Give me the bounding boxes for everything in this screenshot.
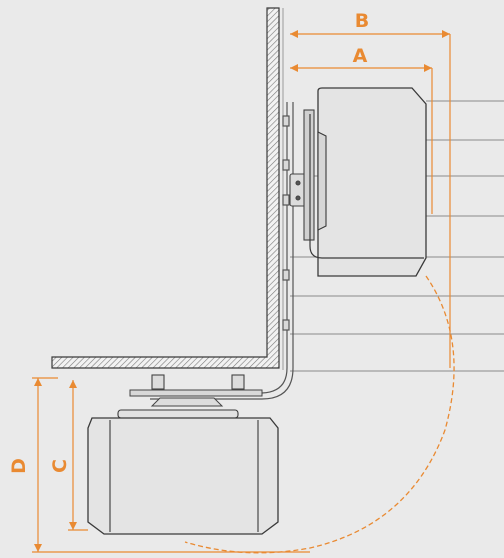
rail-bracket bbox=[282, 194, 290, 206]
device-upper-body bbox=[317, 87, 427, 277]
arrowhead bbox=[442, 30, 450, 38]
rail-inner bbox=[150, 102, 294, 400]
rail-bracket bbox=[282, 269, 290, 281]
device-upper-handle-grip bbox=[317, 131, 327, 231]
mount-bolt bbox=[295, 180, 301, 186]
device-upper bbox=[309, 87, 427, 277]
dimension-a-label: A bbox=[353, 45, 368, 67]
arrowhead bbox=[290, 30, 298, 38]
dimension-d-label: D bbox=[8, 458, 30, 474]
rail-bracket bbox=[282, 159, 290, 171]
swing-arc bbox=[184, 275, 455, 554]
arrowhead bbox=[424, 64, 432, 72]
wall bbox=[51, 7, 284, 370]
dimension-arrows bbox=[34, 30, 450, 552]
device-lower bbox=[87, 374, 279, 535]
dimension-lines bbox=[32, 33, 451, 553]
device-lower-body bbox=[87, 417, 279, 535]
rail-bracket bbox=[282, 319, 290, 331]
wall-section bbox=[51, 7, 280, 369]
arrowhead bbox=[34, 378, 42, 386]
lower-bracket-left bbox=[151, 374, 165, 390]
dimension-c-label: C bbox=[49, 459, 71, 473]
arm-post bbox=[303, 109, 315, 241]
mount-bolt bbox=[295, 195, 301, 201]
arrowhead bbox=[69, 522, 77, 530]
lower-bracket-right bbox=[231, 374, 245, 390]
device-upper-handle bbox=[309, 114, 424, 259]
dimension-b-label: B bbox=[355, 10, 369, 32]
arrowhead bbox=[290, 64, 298, 72]
lower-top-bar bbox=[117, 409, 239, 419]
lower-rail-plate bbox=[129, 389, 263, 397]
rail-bracket bbox=[282, 115, 290, 127]
arrowhead bbox=[69, 380, 77, 388]
arrowhead bbox=[34, 544, 42, 552]
lower-mount-block bbox=[150, 397, 224, 407]
wall-mount-arm bbox=[289, 109, 315, 241]
